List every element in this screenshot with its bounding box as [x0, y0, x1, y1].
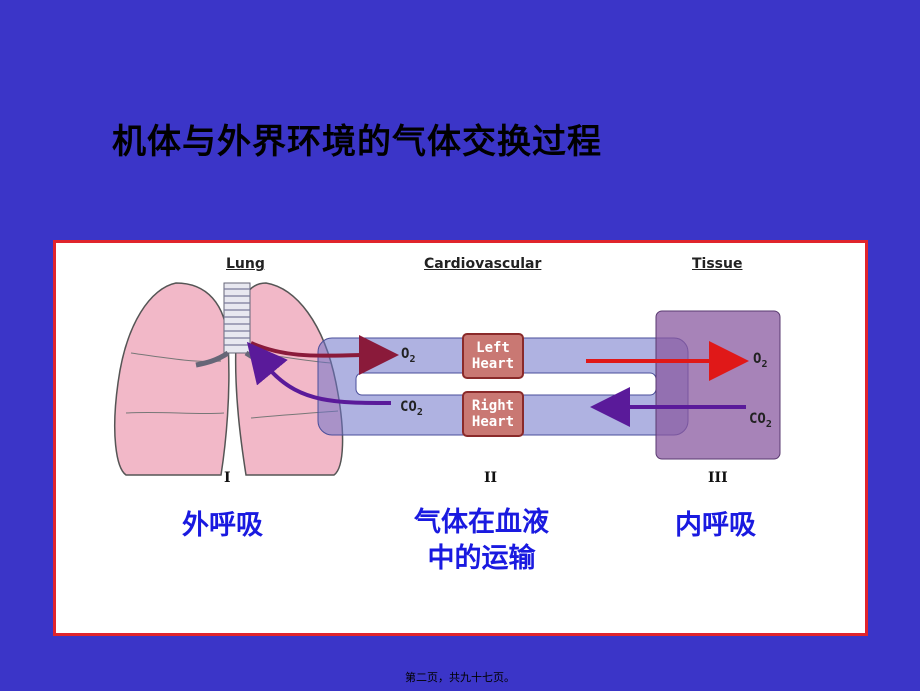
slide-title: 机体与外界环境的气体交换过程 — [112, 122, 602, 162]
internal-respiration-caption: 内呼吸 — [675, 510, 756, 541]
o2-label-tissue: O2 — [753, 351, 768, 370]
co2-release-arrow — [246, 341, 392, 405]
respiration-diagram — [114, 282, 781, 476]
lung-heading: Lung — [226, 256, 265, 272]
o2-label-lung: O2 — [401, 346, 416, 365]
tissue-block — [655, 310, 781, 460]
co2-label-tissue: CO2 — [749, 411, 772, 430]
numeral-ii: II — [484, 470, 498, 486]
co2-label-lung: CO2 — [400, 399, 423, 418]
lung-illustration — [114, 282, 344, 476]
external-respiration-caption: 外呼吸 — [182, 510, 263, 541]
numeral-i: I — [224, 470, 231, 486]
cardiovascular-heading: Cardiovascular — [424, 256, 542, 272]
page-footer: 第二页，共九十七页。 — [405, 671, 515, 684]
blood-transport-caption: 气体在血液 中的运输 — [414, 507, 549, 574]
numeral-iii: III — [708, 470, 728, 486]
tissue-heading: Tissue — [692, 256, 743, 272]
